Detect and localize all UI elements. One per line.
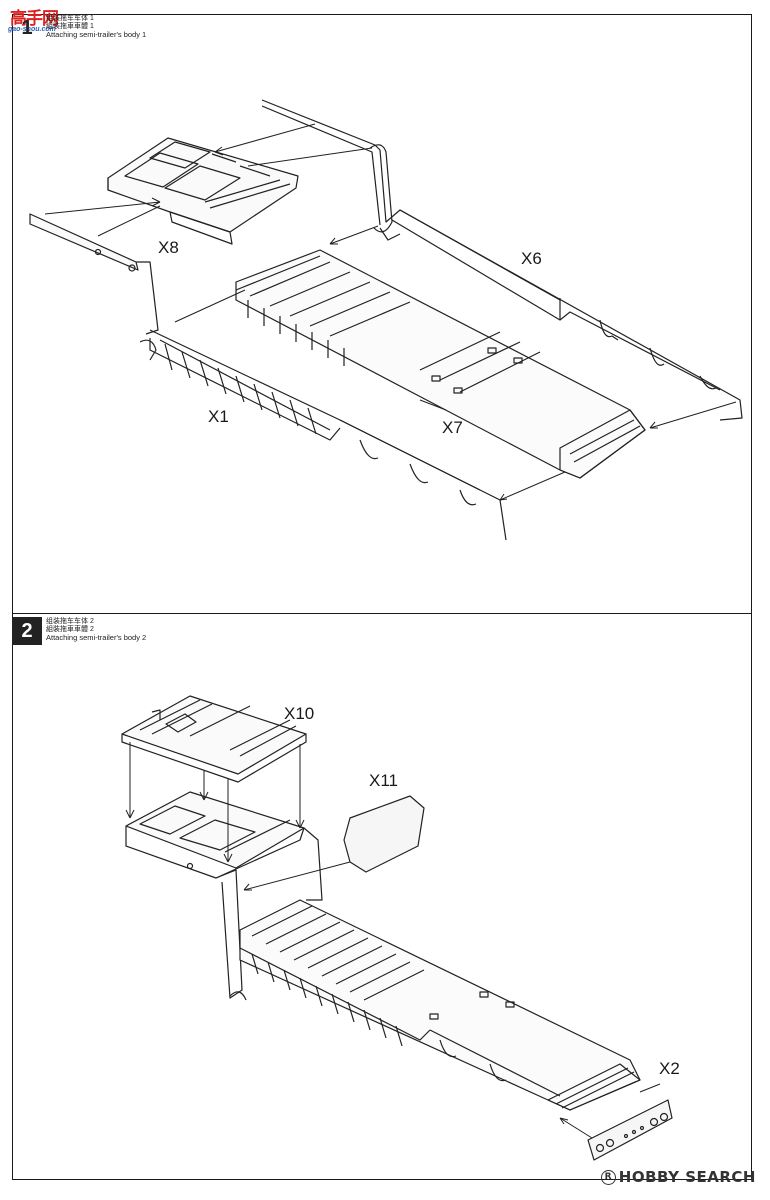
x8-lower-drawing	[125, 791, 323, 1001]
step-2-title-cn-simplified: 组装拖车车体 2	[46, 618, 94, 625]
step-1-title-cn-simplified: 组装拖车车体 1	[46, 15, 94, 22]
step-2-title: 组装拖车车体 2 組裝拖車車體 2 Attaching semi-trailer…	[46, 618, 146, 642]
site-logo: 高手网 gao-shou.com	[4, 4, 72, 36]
step-2-badge: 2	[12, 617, 42, 645]
step-2-arrows	[125, 742, 661, 1139]
part-label-x8: X8	[158, 238, 179, 257]
x8-part-drawing	[29, 137, 299, 335]
x7-part-drawing	[235, 249, 646, 479]
step-2-title-cn-traditional: 組裝拖車車體 2	[46, 626, 94, 633]
registered-icon: R	[600, 1170, 616, 1185]
step-divider	[12, 613, 752, 614]
x6-part-drawing	[261, 99, 743, 421]
step-1-title-cn-traditional: 組裝拖車車體 1	[46, 23, 94, 30]
x11-part-drawing	[343, 795, 425, 873]
part-label-x2: X2	[659, 1059, 680, 1078]
x2-part-drawing	[587, 1099, 673, 1161]
part-label-x10: X10	[284, 704, 315, 723]
part-label-x6: X6	[521, 249, 542, 268]
x10-part-drawing	[121, 695, 307, 783]
step-1-title: 组装拖车车体 1 組裝拖車車體 1 Attaching semi-trailer…	[46, 15, 146, 39]
site-logo-url: gao-shou.com	[8, 26, 56, 33]
step-2-title-en: Attaching semi-trailer's body 2	[46, 633, 147, 642]
trailer-body-drawing	[239, 899, 641, 1111]
part-label-x11: X11	[369, 771, 398, 790]
step-1-arrows	[44, 123, 737, 501]
step-1-title-en: Attaching semi-trailer's body 1	[46, 30, 147, 39]
watermark-text: HOBBY SEARCH	[618, 1168, 756, 1186]
step-1-badge: 1	[21, 17, 33, 39]
x1-part-drawing	[139, 329, 507, 541]
part-label-x1: X1	[208, 407, 229, 426]
site-logo-title: 高手网	[10, 9, 59, 29]
part-label-x7: X7	[442, 418, 463, 437]
page-frame	[12, 14, 752, 1180]
